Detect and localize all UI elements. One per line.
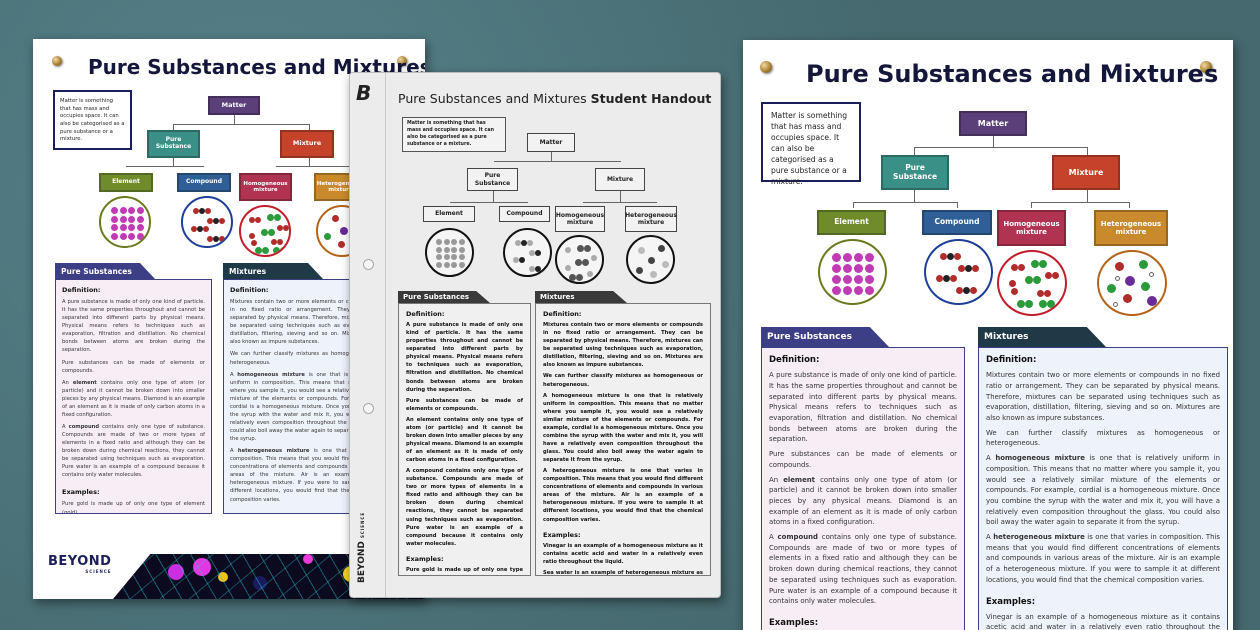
definition-heading: Definition: bbox=[62, 286, 101, 294]
handout-mixtures-tab: Mixtures bbox=[535, 291, 627, 303]
intro-box: Matter is something that has mass and oc… bbox=[761, 102, 861, 186]
handout-node-heterogeneous: Heterogeneous mixture bbox=[625, 206, 677, 232]
handout-node-matter: Matter bbox=[527, 133, 575, 152]
node-matter: Matter bbox=[208, 96, 260, 115]
handout-node-element: Element bbox=[423, 206, 475, 222]
examples-heading: Examples: bbox=[62, 488, 100, 497]
side-brand: BEYOND SCIENCE bbox=[357, 511, 367, 583]
handout-node-homogeneous: Homogeneous mixture bbox=[555, 206, 605, 232]
handout-compound-circle bbox=[503, 228, 552, 277]
handout-heterogeneous-circle bbox=[626, 235, 675, 284]
poster-title: Pure Substances and Mixtures bbox=[806, 60, 1219, 88]
pure-substances-box: Definition: A pure substance is made of … bbox=[55, 279, 212, 514]
compound-particles-circle bbox=[924, 239, 993, 305]
pin-icon bbox=[760, 61, 772, 73]
pure-substances-tab: Pure Substances bbox=[55, 263, 155, 279]
handout-node-pure-substance: Pure Substance bbox=[467, 168, 518, 191]
compound-particles-circle bbox=[181, 196, 233, 248]
node-mixture: Mixture bbox=[1052, 155, 1120, 190]
handout-intro: Matter is something that has mass and oc… bbox=[402, 117, 506, 152]
b-logo-icon: B bbox=[356, 81, 372, 105]
handout-node-compound: Compound bbox=[499, 206, 550, 222]
node-heterogeneous: Heterogeneous mixture bbox=[1094, 210, 1168, 246]
handout-mixtures-box: Definition: Mixtures contain two or more… bbox=[535, 303, 711, 576]
node-compound: Compound bbox=[177, 173, 231, 192]
right-poster: Pure Substances and Mixtures Matter is s… bbox=[743, 40, 1233, 630]
binder-hole bbox=[363, 259, 374, 270]
student-handout: B BEYOND SCIENCE Pure Substances and Mix… bbox=[349, 72, 721, 598]
handout-homogeneous-circle bbox=[555, 235, 604, 284]
pure-substances-tab: Pure Substances bbox=[761, 327, 889, 347]
handout-pure-substances-box: Definition: A pure substance is made of … bbox=[398, 303, 531, 576]
node-element: Element bbox=[99, 173, 153, 192]
node-pure-substance: Pure Substance bbox=[881, 155, 949, 190]
binder-hole bbox=[363, 403, 374, 414]
node-pure-substance: Pure Substance bbox=[147, 130, 200, 158]
pin-icon bbox=[397, 56, 407, 66]
homogeneous-particles-circle bbox=[239, 205, 291, 257]
pin-icon bbox=[52, 56, 62, 66]
node-mixture: Mixture bbox=[280, 130, 334, 158]
handout-node-mixture: Mixture bbox=[595, 168, 645, 191]
homogeneous-particles-circle bbox=[997, 250, 1067, 316]
node-homogeneous: Homogeneous mixture bbox=[997, 210, 1066, 246]
mixtures-tab: Mixtures bbox=[223, 263, 323, 279]
node-matter: Matter bbox=[959, 111, 1027, 136]
handout-sidebar: B BEYOND SCIENCE bbox=[350, 73, 386, 597]
intro-box: Matter is something that has mass and oc… bbox=[53, 90, 132, 150]
handout-pure-substances-tab: Pure Substances bbox=[398, 291, 490, 303]
heterogeneous-particles-circle bbox=[1097, 250, 1167, 316]
beyond-logo: BEYOND SCIENCE bbox=[48, 554, 112, 574]
pure-substances-box: Definition: A pure substance is made of … bbox=[761, 347, 965, 630]
node-element: Element bbox=[817, 210, 886, 235]
node-compound: Compound bbox=[922, 210, 992, 235]
node-homogeneous: Homogeneous mixture bbox=[239, 173, 292, 201]
handout-element-circle bbox=[425, 228, 474, 277]
mixtures-tab: Mixtures bbox=[978, 327, 1106, 347]
pin-icon bbox=[1200, 61, 1212, 73]
mixtures-box: Definition: Mixtures contain two or more… bbox=[978, 347, 1228, 630]
element-particles-circle bbox=[99, 196, 151, 248]
element-particles-circle bbox=[818, 239, 887, 305]
handout-title: Pure Substances and Mixtures Student Han… bbox=[398, 91, 712, 106]
